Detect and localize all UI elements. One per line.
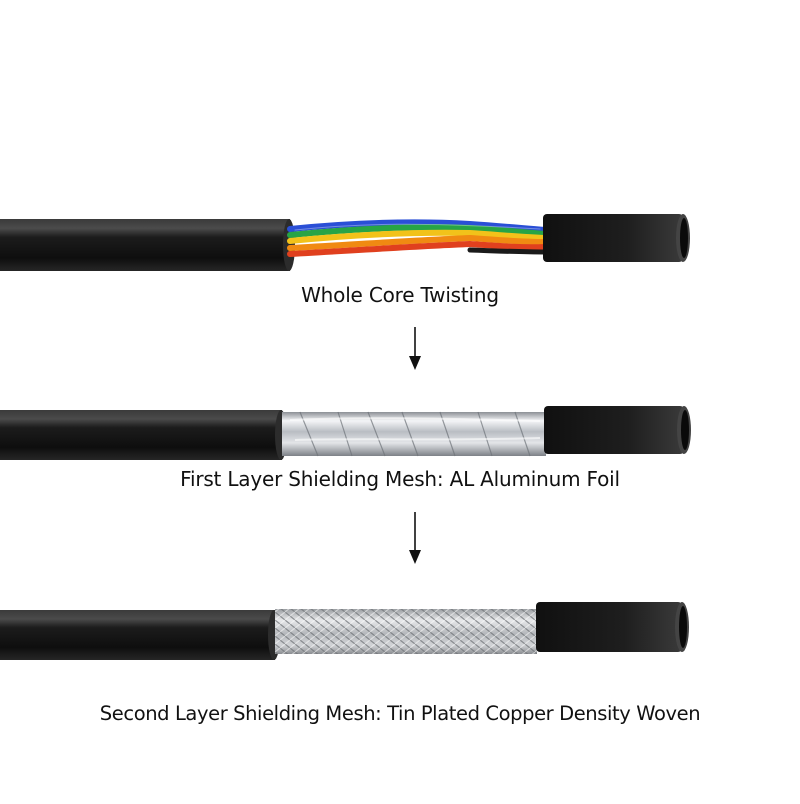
arrow-down-icon	[409, 327, 421, 370]
cable-aluminum-foil	[0, 406, 691, 460]
cable-tin-copper-braid	[0, 602, 689, 660]
caption-copper-braid: Second Layer Shielding Mesh: Tin Plated …	[99, 702, 701, 725]
right-jacket	[536, 602, 682, 652]
arrow-down-icon	[409, 512, 421, 564]
caption-core-twisting: Whole Core Twisting	[301, 283, 499, 307]
left-jacket	[0, 610, 275, 660]
caption-aluminum-foil: First Layer Shielding Mesh: AL Aluminum …	[180, 467, 620, 491]
left-jacket	[0, 219, 290, 271]
colored-core-wires	[287, 219, 548, 257]
left-jacket	[0, 410, 282, 460]
right-jacket	[544, 406, 684, 454]
right-jacket	[543, 214, 683, 262]
cable-core-twisting	[0, 214, 690, 271]
